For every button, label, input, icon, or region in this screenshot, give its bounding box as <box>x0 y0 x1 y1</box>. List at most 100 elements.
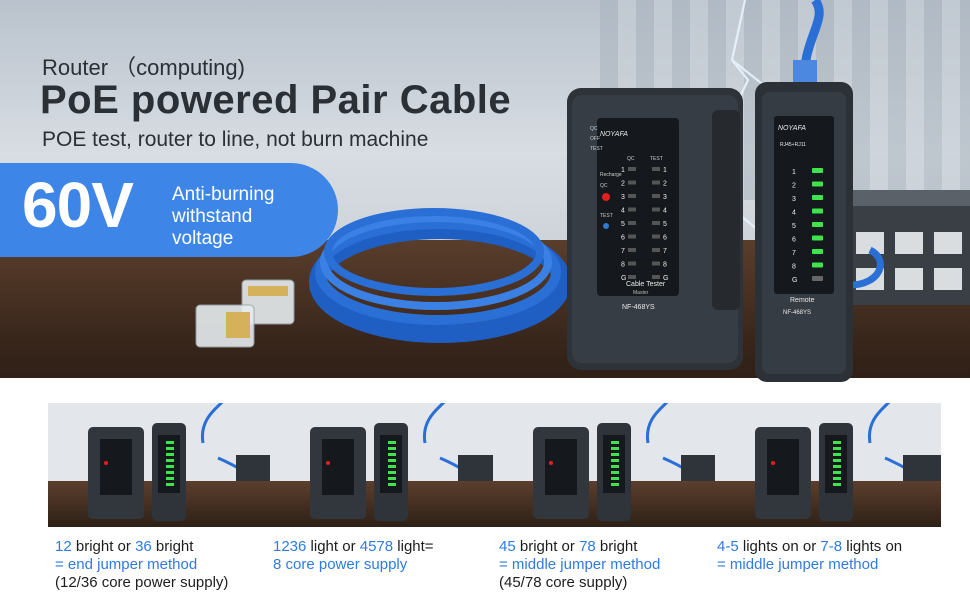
remote-pin-label: 7 <box>792 250 796 257</box>
mini-remote-led <box>611 465 619 468</box>
cable-coil <box>309 208 571 343</box>
mini-remote-led <box>611 477 619 480</box>
subtitle: Router （computing) <box>42 55 245 80</box>
master-tester: NOYAFA Cable Tester Master NF-468YS QC O… <box>567 88 743 370</box>
caption-3: 45 bright or 78 bright = middle jumper m… <box>499 538 660 592</box>
mini-remote-led <box>166 441 174 444</box>
master-sub: Master <box>633 290 649 296</box>
caption-2-d: light= <box>393 538 434 555</box>
master-test-led <box>652 207 660 212</box>
caption-3-line3: (45/78 core supply) <box>499 574 628 591</box>
mini-remote-led <box>388 453 396 456</box>
switch-label-off: OFF <box>590 136 600 142</box>
mini-switch <box>903 455 941 481</box>
master-qc-led <box>628 180 636 185</box>
remote-label: Remote <box>790 297 815 304</box>
master-qc-led <box>628 167 636 171</box>
mini-master-screen <box>545 439 577 495</box>
mini-master-screen <box>322 439 354 495</box>
voltage-desc-line3: voltage <box>172 228 234 249</box>
master-test-pin-label: 8 <box>663 262 667 269</box>
mini-remote-led <box>611 471 619 474</box>
master-pin-label: 6 <box>621 235 625 242</box>
master-test-led <box>652 234 660 239</box>
remote-pin-label: 1 <box>792 169 796 176</box>
mini-remote-led <box>611 459 619 462</box>
mini-cable <box>201 403 224 444</box>
master-brand: NOYAFA <box>600 131 628 138</box>
mini-remote-led <box>388 477 396 480</box>
remote-pin-label: G <box>792 277 797 284</box>
page-title: PoE powered Pair Cable <box>40 78 512 122</box>
mini-remote-led <box>388 465 396 468</box>
mini-remote-led <box>166 471 174 474</box>
caption-1-line2: = end jumper method <box>55 556 198 573</box>
master-test-led <box>652 194 660 198</box>
voltage-description: Anti-burning withstand voltage <box>172 184 332 250</box>
caption-3-d: bright <box>595 538 638 555</box>
remote-led <box>812 168 823 173</box>
master-test-led <box>652 180 660 185</box>
master-qc-led <box>628 207 636 212</box>
product-illustration: NOYAFA Cable Tester Master NF-468YS QC O… <box>195 0 970 382</box>
mini-remote-led <box>833 447 841 450</box>
caption-1-d: bright <box>151 538 194 555</box>
caption-1-a: 12 <box>55 538 72 555</box>
remote-led <box>812 249 823 254</box>
master-pin-label: 7 <box>621 248 625 255</box>
remote-pin-label: 8 <box>792 264 796 271</box>
side-label-recharge: Recharge <box>600 172 622 178</box>
caption-1: 12 bright or 36 bright = end jumper meth… <box>55 538 228 592</box>
master-test-pin-label: 3 <box>663 194 667 201</box>
voltage-desc-line2: withstand <box>172 206 253 227</box>
caption-4-a: 4-5 <box>717 538 739 555</box>
mini-red-led <box>771 461 775 465</box>
mini-tester-1 <box>88 403 274 521</box>
mini-remote-led <box>166 459 174 462</box>
remote-port: RJ45+RJ11 <box>780 142 806 148</box>
master-pin-label: 8 <box>621 262 625 269</box>
remote-pin-label: 3 <box>792 196 796 203</box>
remote-model: NF-468YS <box>783 310 811 316</box>
mini-switch <box>681 455 719 481</box>
master-qc-led <box>628 261 636 266</box>
remote-pin-label: 6 <box>792 237 796 244</box>
mini-remote-led <box>833 471 841 474</box>
master-pin-label: 4 <box>621 208 625 215</box>
remote-pin-label: 5 <box>792 223 796 230</box>
master-pin-label: G <box>621 275 626 282</box>
mini-remote-led <box>166 453 174 456</box>
remote-led <box>812 262 823 268</box>
example-thumb-3 <box>493 403 719 527</box>
master-test-led <box>652 248 660 252</box>
mini-cable <box>868 403 891 444</box>
caption-2: 1236 light or 4578 light= 8 core power s… <box>273 538 434 574</box>
master-test-pin-label: 5 <box>663 221 667 228</box>
caption-4-d: lights on <box>842 538 903 555</box>
mini-remote-led <box>611 483 619 486</box>
mini-tester-4 <box>755 403 941 521</box>
tagline: POE test, router to line, not burn machi… <box>42 128 429 151</box>
mini-switch <box>458 455 496 481</box>
master-qc-led <box>628 194 636 198</box>
caption-2-line2: 8 core power supply <box>273 556 408 573</box>
mini-remote-led <box>166 465 174 468</box>
caption-4: 4-5 lights on or 7-8 lights on = middle … <box>717 538 902 574</box>
mini-remote-led <box>166 483 174 486</box>
master-test-pin-label: 7 <box>663 248 667 255</box>
caption-1-c: 36 <box>135 538 152 555</box>
voltage-banner <box>0 163 338 257</box>
master-qc-led <box>628 248 636 252</box>
mini-remote-led <box>388 459 396 462</box>
mini-remote-led <box>388 471 396 474</box>
caption-3-c: 78 <box>579 538 596 555</box>
mini-red-led <box>104 461 108 465</box>
master-test-pin-label: G <box>663 275 668 282</box>
mini-remote-led <box>611 447 619 450</box>
switch-label-test: TEST <box>590 146 603 152</box>
side-label-test: TEST <box>600 213 613 219</box>
master-test-led <box>652 221 660 225</box>
remote-led <box>812 195 823 200</box>
mini-remote-led <box>388 441 396 444</box>
voltage-value: 60V <box>22 169 134 241</box>
